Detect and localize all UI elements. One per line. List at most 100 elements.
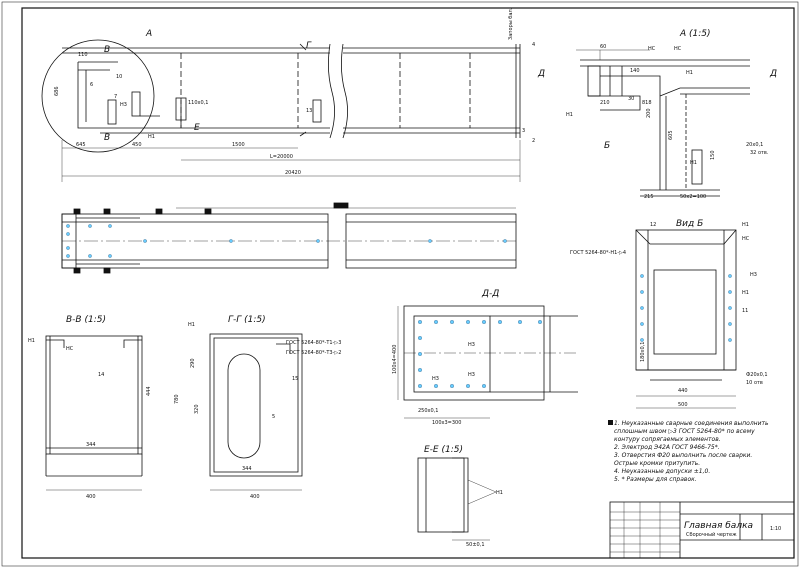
dim-818: 818: [642, 100, 652, 106]
beam-elevation: [41, 39, 521, 182]
gg-dim-320: 320: [194, 404, 200, 414]
vb-dim-10otv: 10 отв: [746, 380, 763, 386]
pos-6: 6: [90, 82, 93, 88]
dim-210: 210: [600, 100, 610, 106]
ee-dim-50: 50±0,1: [466, 542, 485, 548]
section-e-mark: Е: [194, 123, 200, 133]
mark-nc-b: НС: [648, 46, 656, 52]
section-dd: [397, 305, 578, 419]
detail-a-title: А (1:5): [679, 29, 711, 39]
dim-l: L=20000: [270, 154, 293, 160]
dd-dim-100x3: 100х3=300: [432, 420, 461, 426]
dim-140: 140: [630, 68, 640, 74]
mark-nc-c: НС: [674, 46, 682, 52]
notes-marker: [608, 420, 613, 425]
dd-dim-250: 250х0,1: [418, 408, 438, 414]
dim-32otv: 32 отв.: [750, 150, 769, 156]
dim-645: 645: [76, 142, 86, 148]
mark-n1-d: Н1: [690, 160, 697, 166]
vv-mark-nc: НС: [66, 346, 74, 352]
gg-mark-n1: Н1: [188, 322, 195, 328]
dim-1500: 1500: [232, 142, 245, 148]
section-vv: [45, 335, 143, 491]
mark-n1-b: Н1: [686, 70, 693, 76]
dd-mark-n3-c: Н3: [468, 372, 475, 378]
sheet-inner-frame: [21, 7, 795, 559]
section-gg-labels: Г-Г (1:5) 780 290 320 344 400 15 5 ГОСТ …: [174, 315, 341, 500]
mark-n1-c: Н1: [566, 112, 573, 118]
section-dd-labels: Д-Д 100х4=400 250х0,1 100х3=300 Н3 Н3 Н3: [392, 289, 499, 426]
vv-dim-444: 444: [146, 386, 152, 396]
notes-block: 1. Неуказанные сварные соединения выполн…: [608, 420, 769, 483]
vb-pos-12: 12: [650, 222, 656, 228]
ref-note: Запоры бал.: [508, 7, 514, 40]
pos-13: 13: [306, 108, 312, 114]
gg-pos-15: 15: [292, 376, 298, 382]
section-gg-title: Г-Г (1:5): [228, 315, 266, 325]
dim-150: 150: [710, 150, 716, 160]
dd-mark-n3: Н3: [468, 342, 475, 348]
vb-gost: ГОСТ 5264-80*-Н1-▷4: [570, 250, 626, 256]
pos-10: 10: [116, 74, 122, 80]
mark-n1-a: Н1: [148, 134, 155, 140]
view-b-title: Вид Б: [676, 219, 703, 229]
view-a-mark: А: [145, 29, 152, 39]
gg-dim-290: 290: [190, 358, 196, 368]
vb-dim-440: 440: [678, 388, 688, 394]
section-vv-labels: В-В (1:5) 14 444 344 400 Н1 НС: [28, 315, 152, 500]
section-ee-title: Е-Е (1:5): [424, 445, 463, 455]
plan-holes: [66, 224, 507, 258]
pos-3: 3: [522, 128, 525, 134]
section-d-right: Д: [769, 69, 777, 79]
section-ee: [417, 457, 497, 541]
vb-dim-20: Ф20х0,1: [746, 372, 768, 378]
vb-mark-nc: НС: [742, 236, 750, 242]
vv-dim-400: 400: [86, 494, 96, 500]
pos-4: 4: [532, 42, 535, 48]
dim-total: 20420: [285, 170, 301, 176]
detail-a-labels: А (1:5) Д Д Б 60 210 140 30 818 605 200 …: [537, 29, 777, 200]
title-block: [609, 501, 795, 559]
section-vv-title: В-В (1:5): [66, 315, 106, 325]
view-b: [635, 229, 737, 409]
section-ee-labels: Е-Е (1:5) Н1 50±0,1: [424, 445, 503, 548]
gg-gost-2: ГОСТ 5264-80*-Т3-▷2: [286, 350, 341, 356]
section-dd-title: Д-Д: [481, 289, 499, 299]
pos-2: 2: [532, 138, 535, 144]
dim-60: 60: [600, 44, 606, 50]
vb-mark-n3: Н3: [750, 272, 757, 278]
view-b-mark: Б: [604, 141, 610, 151]
note-line-2: сплошным швом ▷3 ГОСТ 5264-80* по всему: [614, 428, 755, 435]
section-v-mark: В: [104, 45, 110, 55]
view-b-holes: [640, 274, 732, 342]
gg-dim-400: 400: [250, 494, 260, 500]
vb-mark-n1-b: Н1: [742, 290, 749, 296]
dd-dim-100x4: 100х4=400: [392, 345, 398, 374]
dim-215: 215: [644, 194, 654, 200]
view-b-labels: Вид Б ГОСТ 5264-80*-Н1-▷4 180х0,1 440 50…: [570, 219, 768, 408]
dim-605: 605: [668, 130, 674, 140]
note-line-4: 2. Электрод Э42А ГОСТ 9466-75*.: [614, 444, 720, 451]
note-line-5: 3. Отверстия Ф20 выполнить после сварки.: [614, 452, 752, 459]
title-block-text: Главная балка Сборочный чертеж 1:10: [684, 521, 781, 538]
section-d-left: Д: [537, 69, 545, 79]
gg-dim-780: 780: [174, 394, 180, 404]
dd-mark-n3-b: Н3: [432, 376, 439, 382]
dim-50x2: 50х2=100: [680, 194, 706, 200]
section-v-mark-bottom: В: [104, 133, 110, 143]
dim-450: 450: [132, 142, 142, 148]
section-dd-holes: [418, 320, 542, 388]
vb-dim-180: 180х0,1: [640, 342, 646, 362]
dim-20: 20х0,1: [746, 142, 763, 148]
dim-686: 686: [54, 86, 60, 96]
drawing-title: Главная балка: [684, 521, 753, 531]
drawing-subtitle: Сборочный чертеж: [686, 531, 737, 538]
dim-30: 30: [628, 96, 634, 102]
vv-pos-14: 14: [98, 372, 104, 378]
note-line-6: Острые кромки притупить.: [614, 460, 700, 467]
pos-7: 7: [114, 94, 117, 100]
vb-pos-11: 11: [742, 308, 748, 314]
mark-n3-a: Н3: [120, 102, 127, 108]
